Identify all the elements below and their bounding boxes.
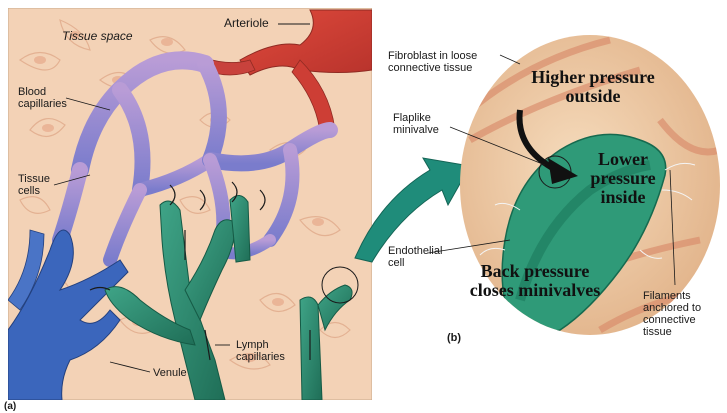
annotation-lower-pressure: Lower pressure inside [578,150,668,207]
label-blood-capillaries: Blood capillaries [18,86,67,110]
annotation-back-pressure: Back pressure closes minivalves [450,262,620,300]
label-tissue-cells: Tissue cells [18,173,50,197]
label-endothelial-cell: Endothelial cell [388,245,442,269]
label-fibroblast: Fibroblast in loose connective tissue [388,50,477,74]
label-filaments: Filaments anchored to connective tissue [643,290,701,338]
label-tissue-space: Tissue space [62,30,133,42]
panel-a [8,8,372,400]
panel-a-letter: (a) [4,401,16,413]
annotation-higher-pressure: Higher pressure outside [498,68,688,106]
label-arteriole: Arteriole [224,17,269,29]
label-lymph-capillaries: Lymph capillaries [236,339,285,363]
label-venule: Venule [153,367,187,379]
label-flaplike-minivalve: Flaplike minivalve [393,112,439,136]
panel-b-letter: (b) [447,332,461,344]
